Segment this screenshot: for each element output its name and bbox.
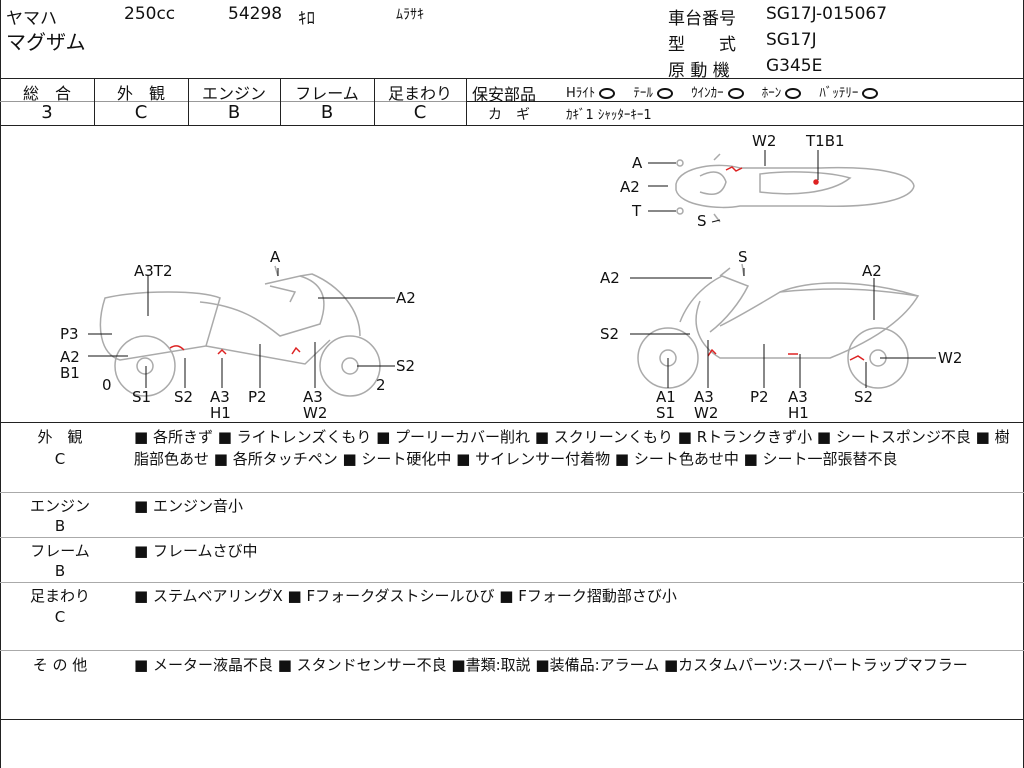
label-left-p2: P2	[248, 388, 267, 406]
grade-exterior-value: C	[134, 102, 148, 123]
label-left-a: A	[270, 248, 281, 266]
chassis-value: SG17J-015067	[766, 4, 888, 24]
left-side-scooter	[99, 265, 381, 397]
leader-lines	[88, 150, 936, 388]
section-engine-grade: B	[54, 517, 66, 535]
grade-suspension-label: 足まわり	[387, 84, 452, 103]
ok-circle-icon	[727, 88, 744, 99]
label-left-a3b: A3	[303, 388, 323, 406]
section-other-label: そ の 他	[32, 656, 88, 674]
label-right-w2: W2	[938, 349, 962, 367]
grade-exterior-label: 外 観	[116, 84, 165, 103]
label-right-a2: A2	[600, 269, 620, 287]
label-right-p2: P2	[750, 388, 769, 406]
label-top-t: T	[631, 202, 642, 220]
label-left-a3: A3	[210, 388, 230, 406]
section-exterior-notes: ■ 各所きず ■ ライトレンズくもり ■ プーリーカバー削れ ■ スクリーンくも…	[134, 428, 1010, 468]
label-left-0: 0	[102, 376, 112, 394]
model-name: マグザム	[6, 30, 86, 54]
label-top-w2: W2	[752, 132, 776, 150]
label-left-b1: B1	[60, 364, 80, 382]
key-value: ｶｷﾞ1 ｼｬｯﾀｰｷｰ1	[566, 108, 652, 123]
label-left-s2b: S2	[396, 357, 415, 375]
label-left-h1: H1	[210, 404, 231, 422]
mileage: 54298	[228, 4, 283, 24]
label-left-2: 2	[376, 376, 386, 394]
label-right-s2b: S2	[854, 388, 873, 406]
grade-suspension-value: C	[413, 102, 427, 123]
label-left-w2: W2	[303, 404, 327, 422]
section-other-notes: ■ メーター液晶不良 ■ スタンドセンサー不良 ■書類:取説 ■装備品:アラーム…	[134, 656, 968, 674]
section-frame-notes: ■ フレームさび中	[134, 542, 258, 560]
section-exterior-label: 外 観	[37, 428, 83, 446]
mileage-unit: ｷﾛ	[298, 9, 315, 29]
damage-mark	[725, 166, 743, 172]
label-right-w2b: W2	[694, 404, 718, 422]
label-left-a2b: A2	[60, 348, 80, 366]
grade-total-label: 総 合	[22, 84, 71, 103]
type-value: SG17J	[766, 30, 817, 50]
section-exterior-grade: C	[54, 450, 66, 468]
safety-headlight-label: Hﾗｲﾄ	[566, 86, 596, 101]
label-right-h1: H1	[788, 404, 809, 422]
safety-label: 保安部品	[472, 85, 537, 104]
type-label: 型 式	[668, 35, 736, 55]
label-left-s2: S2	[174, 388, 193, 406]
color: ﾑﾗｻｷ	[396, 7, 424, 23]
ok-circle-icon	[785, 88, 802, 99]
label-top-a2: A2	[620, 178, 640, 196]
section-engine-label: エンジン	[29, 497, 90, 515]
key-label: カ ギ	[488, 107, 530, 123]
safety-battery-label: ﾊﾞｯﾃﾘｰ	[819, 86, 859, 101]
section-suspension-label: 足まわり	[29, 587, 90, 605]
grade-total-value: 3	[41, 102, 53, 123]
grade-frame-label: フレーム	[295, 84, 359, 103]
section-suspension-notes: ■ ステムベアリングX ■ Fフォークダストシールひび ■ Fフォーク摺動部さび…	[134, 587, 677, 605]
safety-tail-label: ﾃｰﾙ	[633, 86, 653, 101]
safety-winker-label: ｳｲﾝｶｰ	[691, 86, 724, 101]
right-side-scooter	[637, 263, 920, 389]
label-right-s2: S2	[600, 325, 619, 343]
maker: ヤマハ	[6, 9, 57, 29]
engine-label: 原 動 機	[668, 61, 730, 81]
top-view-scooter	[675, 153, 915, 223]
section-frame-label: フレーム	[30, 542, 90, 560]
label-top-t1b1: T1B1	[805, 132, 845, 150]
displacement: 250cc	[124, 4, 176, 24]
label-right-a3: A3	[694, 388, 714, 406]
chassis-label: 車台番号	[668, 9, 736, 29]
label-right-a1: A1	[656, 388, 676, 406]
label-right-s: S	[738, 248, 748, 266]
section-frame-grade: B	[54, 562, 66, 580]
safety-items: Hﾗｲﾄ ﾃｰﾙ ｳｲﾝｶｰ ﾎｰﾝ ﾊﾞｯﾃﾘｰ	[566, 82, 879, 101]
label-right-a2b: A2	[862, 262, 882, 280]
damage-marks	[169, 166, 865, 361]
ok-circle-icon	[862, 88, 879, 99]
label-right-a3b: A3	[788, 388, 808, 406]
damage-diagram: W2 T1B1 A A2 T S A3T2 A A2 P3 A2 B1 0 S1…	[60, 132, 962, 422]
label-top-a: A	[632, 154, 643, 172]
grade-engine-label: エンジン	[201, 84, 266, 103]
label-left-s1: S1	[132, 388, 151, 406]
ok-circle-icon	[599, 88, 616, 99]
label-left-a3t2: A3T2	[134, 262, 173, 280]
label-right-s1: S1	[656, 404, 675, 422]
section-suspension-grade: C	[54, 608, 66, 626]
ok-circle-icon	[656, 88, 673, 99]
label-top-s: S	[697, 212, 707, 230]
label-left-a2: A2	[396, 289, 416, 307]
engine-value: G345E	[766, 56, 823, 76]
section-engine-notes: ■ エンジン音小	[134, 497, 243, 515]
grade-engine-value: B	[227, 102, 241, 123]
safety-horn-label: ﾎｰﾝ	[761, 86, 782, 101]
label-left-p3: P3	[60, 325, 79, 343]
grade-frame-value: B	[320, 102, 334, 123]
